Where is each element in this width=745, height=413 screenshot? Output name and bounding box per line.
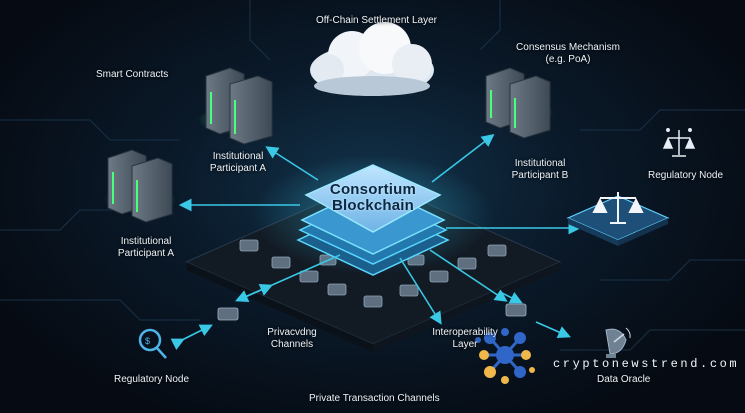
- label-interop-line1: Interoperability: [432, 327, 498, 338]
- label-privacy-line1: Privacvdng: [267, 327, 317, 338]
- label-participant-b-line2: Participant B: [511, 170, 569, 181]
- label-participant-a-top-line1: Institutional: [212, 151, 264, 162]
- satellite-dish-icon: [605, 327, 631, 358]
- label-regulatory-node-right: Regulatory Node: [648, 170, 724, 181]
- server-rack-icon: [198, 67, 273, 145]
- label-participant-a-top: Institutional Participant A: [196, 151, 280, 175]
- connection-arrows: [178, 134, 582, 325]
- magnifier-icon: $: [138, 328, 167, 359]
- server-rack-icon: [104, 149, 176, 223]
- label-participant-b-line1: Institutional: [514, 158, 566, 169]
- label-participant-a-top-line2: Participant A: [209, 163, 267, 174]
- label-participant-b: Institutional Participant B: [498, 158, 582, 182]
- scales-icon: [566, 192, 670, 246]
- bidirectional-arrows: [170, 284, 571, 351]
- scales-icon: [662, 128, 696, 157]
- label-participant-a-left: Institutional Participant A: [104, 236, 188, 260]
- core-title-line1: Consortium: [329, 181, 417, 198]
- watermark-text: cryptonewstrend.com: [553, 357, 740, 371]
- label-interop-line2: Layer: [452, 339, 478, 350]
- edge-chips: [217, 303, 527, 321]
- label-private-transaction-channels: Private Transaction Channels: [309, 393, 440, 404]
- label-interoperability: Interoperability Layer: [420, 327, 510, 351]
- label-participant-a-left-line2: Participant A: [117, 248, 175, 259]
- circuit-traces: [0, 0, 745, 351]
- label-consensus-line1: Consensus Mechanism: [516, 42, 620, 53]
- label-participant-a-left-line1: Institutional: [120, 236, 172, 247]
- label-regulatory-node-left: Regulatory Node: [114, 374, 190, 385]
- core-title-line2: Blockchain: [331, 197, 415, 214]
- label-consensus: Consensus Mechanism (e.g. PoA): [508, 42, 628, 66]
- network-logo-icon: [475, 328, 535, 384]
- svg-text:$: $: [145, 336, 150, 346]
- label-privacy-channels: Privacvdng Channels: [252, 327, 332, 351]
- label-off-chain-settlement: Off-Chain Settlement Layer: [316, 15, 437, 26]
- consortium-blockchain-title: Consortium Blockchain: [309, 182, 437, 214]
- label-consensus-line2: (e.g. PoA): [545, 54, 591, 65]
- server-rack-icon: [485, 67, 554, 139]
- label-data-oracle: Data Oracle: [597, 374, 651, 385]
- label-smart-contracts: Smart Contracts: [96, 69, 169, 80]
- label-privacy-line2: Channels: [270, 339, 314, 350]
- cloud-icon: [310, 22, 434, 96]
